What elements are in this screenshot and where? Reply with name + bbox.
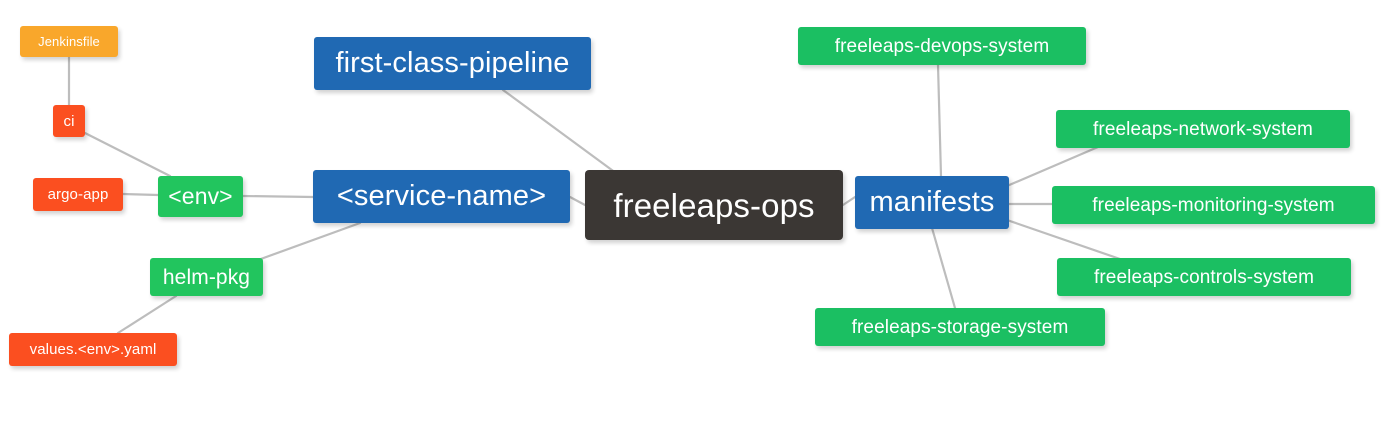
node-label: freeleaps-ops (613, 186, 815, 224)
node-label: freeleaps-network-system (1093, 118, 1313, 140)
node-freeleaps-network-system[interactable]: freeleaps-network-system (1056, 110, 1350, 148)
node-freeleaps-ops[interactable]: freeleaps-ops (585, 170, 843, 240)
edge-root-first-class-pipeline (501, 88, 622, 178)
node-env[interactable]: <env> (158, 176, 243, 217)
edge-manifests-controls-system (1005, 218, 1122, 261)
node-freeleaps-storage-system[interactable]: freeleaps-storage-system (815, 308, 1105, 346)
node-label: values.<env>.yaml (29, 341, 157, 358)
edge-env-argo-app (121, 192, 160, 197)
node-label: freeleaps-controls-system (1093, 266, 1315, 288)
node-freeleaps-monitoring-system[interactable]: freeleaps-monitoring-system (1052, 186, 1375, 224)
node-ci[interactable]: ci (53, 105, 85, 137)
node-label: freeleaps-devops-system (834, 35, 1050, 57)
node-values-yaml[interactable]: values.<env>.yaml (9, 333, 177, 366)
node-service-name[interactable]: <service-name> (313, 170, 570, 223)
node-label: Jenkinsfile (38, 34, 100, 49)
edge-manifests-storage-system (930, 226, 957, 310)
node-label: <service-name> (336, 180, 547, 212)
edge-root-service-name (568, 195, 587, 207)
node-label: <env> (168, 183, 233, 209)
node-label: helm-pkg (162, 265, 251, 289)
edge-env-ci (83, 131, 172, 178)
node-label: freeleaps-storage-system (851, 316, 1069, 338)
node-label: ci (63, 112, 75, 130)
edge-root-manifests (841, 195, 857, 207)
node-freeleaps-controls-system[interactable]: freeleaps-controls-system (1057, 258, 1351, 296)
node-first-class-pipeline[interactable]: first-class-pipeline (314, 37, 591, 90)
node-argo-app[interactable]: argo-app (33, 178, 123, 211)
node-manifests[interactable]: manifests (855, 176, 1009, 229)
edge-manifests-network-system (1005, 145, 1100, 188)
node-label: manifests (869, 186, 995, 218)
node-label: first-class-pipeline (335, 47, 570, 79)
node-label: argo-app (47, 186, 109, 203)
node-label: freeleaps-monitoring-system (1092, 194, 1335, 216)
node-freeleaps-devops-system[interactable]: freeleaps-devops-system (798, 27, 1086, 65)
edge-service-name-helm-pkg (256, 221, 362, 262)
node-helm-pkg[interactable]: helm-pkg (150, 258, 263, 296)
edge-manifests-devops-system (936, 63, 943, 178)
node-jenkinsfile[interactable]: Jenkinsfile (20, 26, 118, 57)
edge-service-name-env (241, 194, 315, 199)
edge-helm-pkg-values-yaml (116, 294, 178, 335)
